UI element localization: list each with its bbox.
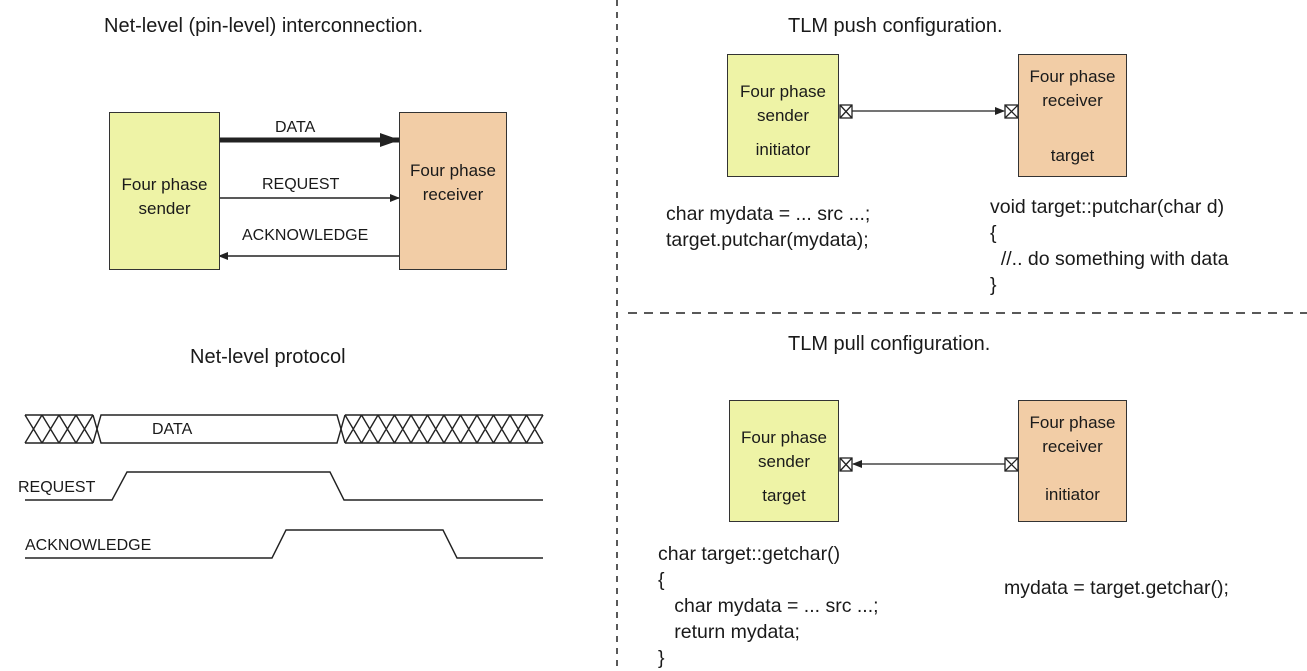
pull-connection bbox=[839, 457, 1019, 472]
push-receiver-role: target bbox=[1050, 146, 1095, 165]
protocol-acknowledge-label: ACKNOWLEDGE bbox=[25, 537, 152, 554]
pull-sender-box: Four phase sender target bbox=[729, 400, 839, 522]
acknowledge-waveform bbox=[25, 529, 543, 559]
pull-sender-label: Four phase sender bbox=[741, 428, 827, 471]
push-receiver-label: Four phase receiver bbox=[1029, 67, 1116, 110]
push-connection bbox=[839, 104, 1019, 119]
net-receiver-box: Four phase receiver bbox=[399, 112, 507, 270]
data-signal-label: DATA bbox=[275, 119, 316, 136]
push-sender-label: Four phase sender bbox=[740, 82, 826, 125]
push-title: TLM push configuration. bbox=[788, 15, 1003, 37]
pull-caller-code: mydata = target.getchar(); bbox=[1004, 577, 1229, 599]
protocol-title: Net-level protocol bbox=[190, 346, 346, 368]
net-receiver-label: Four phase receiver bbox=[410, 161, 496, 204]
acknowledge-signal-label: ACKNOWLEDGE bbox=[242, 227, 369, 244]
protocol-data-label: DATA bbox=[152, 421, 193, 438]
push-callee-code: void target::putchar(char d) { //.. do s… bbox=[990, 196, 1229, 296]
push-sender-box: Four phase sender initiator bbox=[727, 54, 839, 177]
pull-receiver-box: Four phase receiver initiator bbox=[1018, 400, 1127, 522]
net-sender-label: Four phase sender bbox=[121, 175, 208, 218]
request-waveform bbox=[25, 471, 543, 501]
push-receiver-box: Four phase receiver target bbox=[1018, 54, 1127, 177]
net-sender-box: Four phase sender bbox=[109, 112, 220, 270]
push-caller-code: char mydata = ... src ...; target.putcha… bbox=[666, 203, 871, 251]
pull-sender-role: target bbox=[762, 486, 806, 505]
push-sender-role: initiator bbox=[755, 140, 811, 159]
pull-receiver-label: Four phase receiver bbox=[1029, 413, 1116, 456]
protocol-request-label: REQUEST bbox=[18, 479, 96, 496]
request-signal-label: REQUEST bbox=[262, 176, 340, 193]
pull-title: TLM pull configuration. bbox=[788, 333, 991, 355]
data-waveform bbox=[24, 414, 544, 444]
pull-callee-code: char target::getchar() { char mydata = .… bbox=[658, 543, 879, 669]
pull-receiver-role: initiator bbox=[1045, 485, 1100, 504]
net-level-title: Net-level (pin-level) interconnection. bbox=[104, 15, 424, 37]
